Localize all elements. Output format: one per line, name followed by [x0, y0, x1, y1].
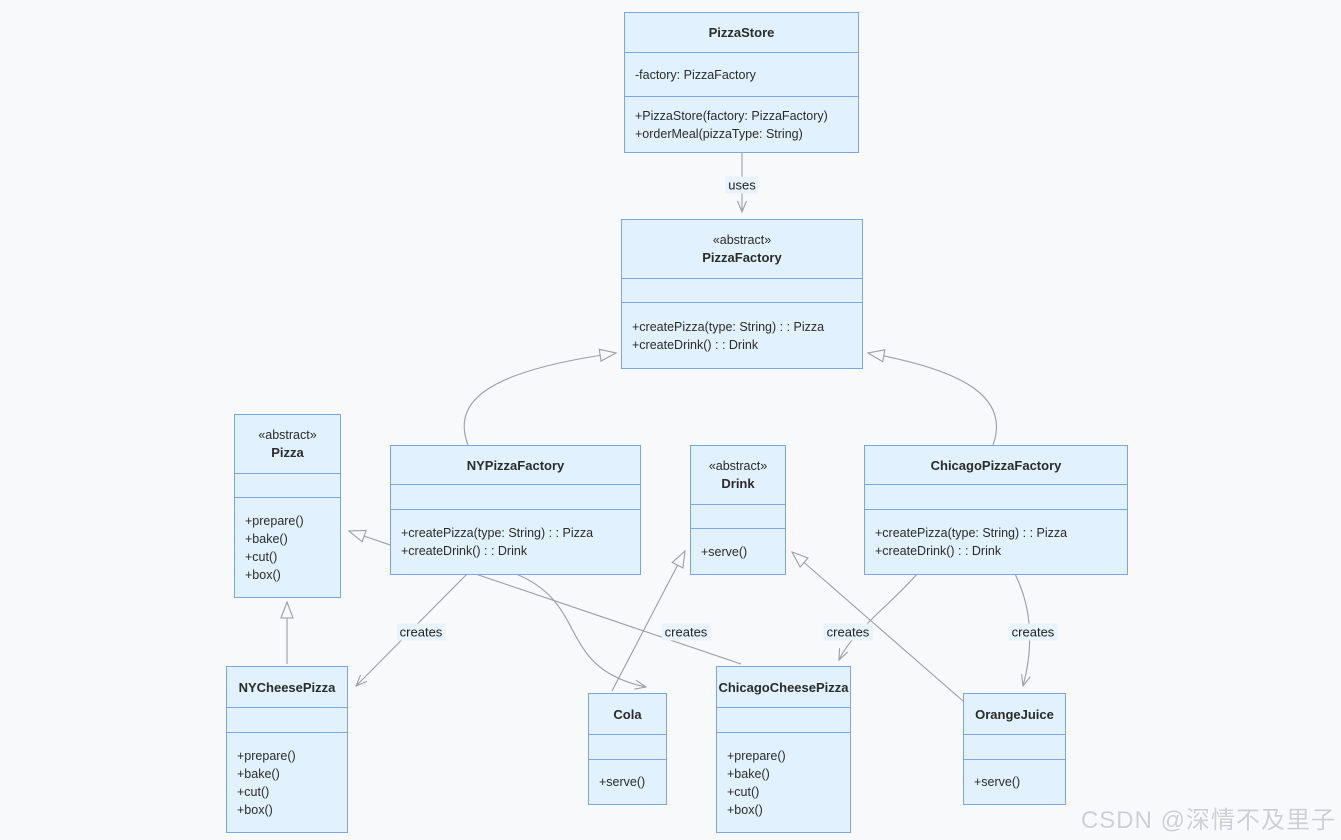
method-line: +createDrink() : : Drink [875, 544, 1002, 558]
methods-section: +serve() [964, 759, 1065, 804]
method-line: +box() [727, 802, 763, 817]
class-title: Cola [589, 694, 666, 734]
class-name-label: ChicagoPizzaFactory [930, 457, 1062, 473]
attributes-section [717, 707, 850, 732]
class-title: NYPizzaFactory [391, 446, 640, 484]
edge-label-creates-ny-pizza: creates [396, 623, 446, 641]
method-line: +PizzaStore(factory: PizzaFactory) [635, 108, 828, 123]
methods-section: +createPizza(type: String) : : Pizza +cr… [622, 302, 862, 368]
methods-section: +prepare() +bake() +cut() +box() [227, 732, 347, 832]
edge-chicagopizzafactory-creates-chicagocheesepizza [839, 573, 918, 660]
attributes-section [964, 734, 1065, 759]
methods-section: +prepare() +bake() +cut() +box() [235, 497, 340, 597]
class-name-label: Pizza [271, 445, 304, 460]
class-title: ChicagoCheesePizza [717, 667, 850, 707]
method-line: +serve() [974, 775, 1021, 789]
method-line: +box() [245, 567, 281, 582]
class-title: OrangeJuice [964, 694, 1065, 734]
class-name-label: Cola [613, 706, 642, 722]
method-line: +box() [237, 802, 273, 817]
class-title: NYCheesePizza [227, 667, 347, 707]
class-pizzafactory: «abstract» PizzaFactory +createPizza(typ… [621, 219, 863, 369]
methods-section: +createPizza(type: String) : : Pizza +cr… [391, 509, 640, 574]
class-name-label: PizzaFactory [702, 250, 782, 265]
method-line: +createDrink() : : Drink [632, 337, 759, 352]
class-name-label: NYCheesePizza [238, 679, 336, 695]
method-line: +bake() [237, 766, 280, 781]
method-line: +orderMeal(pizzaType: String) [635, 126, 803, 141]
stereotype-label: «abstract» [708, 459, 768, 473]
class-cola: Cola +serve() [588, 693, 667, 805]
methods-section: +prepare() +bake() +cut() +box() [717, 732, 850, 832]
attribute-line: -factory: PizzaFactory [635, 67, 756, 82]
class-name-label: Drink [721, 476, 755, 491]
method-line: +serve() [599, 775, 646, 789]
class-title: PizzaStore [625, 13, 858, 52]
method-line: +createPizza(type: String) : : Pizza [632, 319, 825, 334]
edge-nypizzafactory-creates-cola [515, 573, 646, 687]
stereotype-label: «abstract» [712, 233, 772, 247]
class-pizza: «abstract» Pizza +prepare() +bake() +cut… [234, 414, 341, 598]
method-line: +prepare() [727, 748, 786, 763]
method-line: +bake() [727, 766, 770, 781]
class-name-label: OrangeJuice [975, 706, 1054, 722]
class-title: ChicagoPizzaFactory [865, 446, 1127, 484]
edge-chicagopizzafactory-extends-pizzafactory [868, 353, 998, 446]
method-line: +createPizza(type: String) : : Pizza [401, 526, 594, 540]
class-pizzastore: PizzaStore -factory: PizzaFactory +Pizza… [624, 12, 859, 153]
csdn-watermark: CSDN @深情不及里子 [1080, 807, 1336, 834]
method-line: +cut() [237, 784, 270, 799]
method-line: +createPizza(type: String) : : Pizza [875, 526, 1068, 540]
method-line: +prepare() [245, 513, 304, 528]
methods-section: +serve() [691, 528, 785, 574]
class-name-label: ChicagoCheesePizza [718, 679, 849, 695]
class-name-label: NYPizzaFactory [466, 457, 565, 473]
stereotype-label: «abstract» [258, 428, 317, 442]
attributes-section [227, 707, 347, 732]
attributes-section [622, 278, 862, 302]
class-name-label: PizzaStore [708, 25, 775, 40]
edge-label-creates-ny-cola: creates [661, 623, 711, 641]
methods-section: +serve() [589, 759, 666, 804]
method-line: +createDrink() : : Drink [401, 544, 528, 558]
attributes-section [235, 473, 340, 497]
attributes-section [865, 484, 1127, 509]
class-orangejuice: OrangeJuice +serve() [963, 693, 1066, 805]
method-line: +prepare() [237, 748, 296, 763]
class-title: «abstract» Pizza [235, 415, 340, 473]
class-nycheesepizza: NYCheesePizza +prepare() +bake() +cut() … [226, 666, 348, 833]
edge-nypizzafactory-extends-pizzafactory [463, 353, 616, 446]
class-chicagocheesepizza: ChicagoCheesePizza +prepare() +bake() +c… [716, 666, 851, 833]
edge-label-creates-chicago-pizza: creates [823, 623, 873, 641]
edge-label-uses: uses [725, 176, 759, 194]
methods-section: +createPizza(type: String) : : Pizza +cr… [865, 509, 1127, 574]
attributes-section [691, 504, 785, 528]
edge-label-creates-chicago-oj: creates [1008, 623, 1058, 641]
methods-section: +PizzaStore(factory: PizzaFactory) +orde… [625, 96, 858, 152]
class-drink: «abstract» Drink +serve() [690, 445, 786, 575]
class-title: «abstract» PizzaFactory [622, 220, 862, 278]
attributes-section [589, 734, 666, 759]
attributes-section [391, 484, 640, 509]
attributes-section: -factory: PizzaFactory [625, 52, 858, 96]
method-line: +serve() [701, 544, 748, 559]
class-chicagopizzafactory: ChicagoPizzaFactory +createPizza(type: S… [864, 445, 1128, 575]
class-nypizzafactory: NYPizzaFactory +createPizza(type: String… [390, 445, 641, 575]
method-line: +cut() [245, 549, 278, 564]
method-line: +cut() [727, 784, 760, 799]
class-title: «abstract» Drink [691, 446, 785, 504]
method-line: +bake() [245, 531, 288, 546]
